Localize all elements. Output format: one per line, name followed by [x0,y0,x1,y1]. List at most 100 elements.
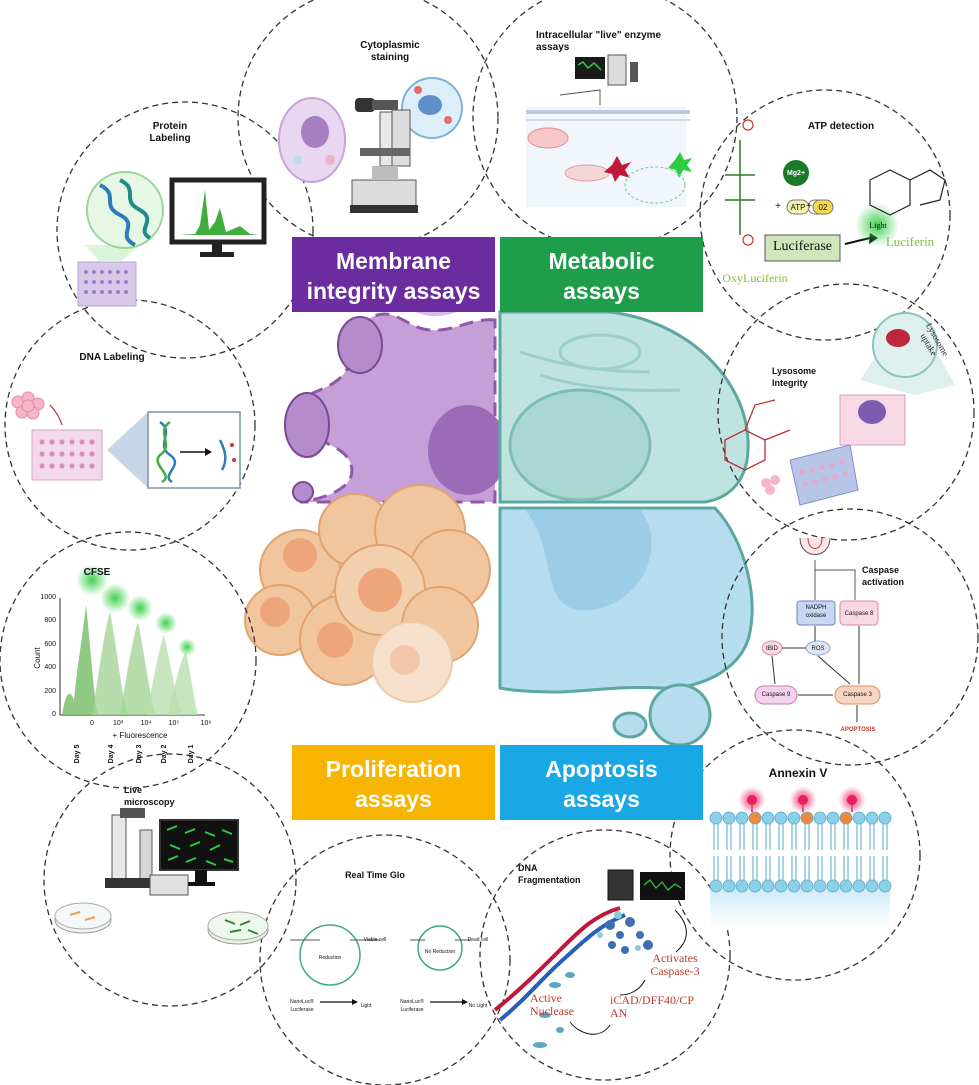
lipid-head-icon [852,811,866,825]
atp-plus2: + [806,201,812,212]
blue-nucleus [525,510,652,611]
lipid-head-icon [709,879,723,893]
proliferation-cells-icon [244,484,491,703]
purple-nucleus [428,405,508,495]
microscope-icon [350,98,418,213]
dnafrag-activates-line1: Activates [652,951,698,965]
rtg-nanoluc1: NanoLuc® [290,999,314,1005]
microscope-icon [105,808,160,888]
cfse-xtick: 10³ [112,720,124,727]
lipid-head-icon [709,811,723,825]
atp-plus1: + [775,201,781,212]
enzyme-label-line1: Intracellular "live" enzyme [536,30,662,41]
caspase-label-line2: activation [862,577,905,587]
green-nucleus [508,388,652,502]
caspase-nadph-line1: NADPH [805,605,827,611]
caspase-3: Caspase 3 [843,692,872,698]
proliferation-title-line1: Proliferation [325,755,462,782]
atp-light: Light [869,221,887,230]
lipid-head-icon [839,879,853,893]
atp-luciferin: Luciferin [885,234,935,249]
dna-labeling-art [11,391,241,489]
rtg-art [290,924,470,1005]
cfse-xtick: 0 [90,720,94,727]
live-circle [43,753,297,1007]
cfse-day-label: Day 3 [136,744,143,764]
lysosome-circle [717,283,975,541]
dnafrag-label: DNA Fragmentation [518,862,598,886]
caspase-apoptosis: APOPTOSIS [840,727,876,733]
protein-labeling-art [77,171,267,307]
protein-label-line1: Protein [152,121,188,132]
caspase-nadph: NADPH oxidase [797,604,835,620]
lysosome-label-line2: Integrity [772,378,808,388]
lipid-head-icon [852,879,866,893]
dnafrag-label-line1: DNA [518,863,538,873]
atp-o2: 02 [818,203,828,212]
dna-helix-icon [493,906,621,1012]
cytoplasmic-art [278,77,463,213]
cfse-day-label: Day 2 [161,744,168,764]
cfse-xtick: 10⁵ [168,720,180,727]
cytoplasmic-label-line1: Cytoplasmic [360,40,420,51]
lipid-head-icon [735,879,749,893]
metabolic-title-line1: Metabolic [548,247,655,274]
annexin-art [709,786,892,928]
atp-art [725,119,946,262]
lipid-head-icon [774,879,788,893]
purple-vesicle [337,316,383,374]
cfse-xlabel: + Fluorescence [112,731,168,740]
dnafrag-icad-line2: AN [610,1006,628,1020]
protein-label-line2: Labeling [149,133,191,144]
enzyme-label-line2: assays [536,42,570,53]
apoptosis-title-line2: assays [563,785,640,812]
dna-labeling-circle [4,299,256,551]
central-cell [244,304,754,747]
caspase-nadph-line2: oxidase [805,613,827,619]
annexin-label: Annexin V [768,766,828,780]
lipid-head-icon [787,879,801,893]
live-label: Live microscopy [124,784,194,808]
atp-oxyluciferin: OxyLuciferin [722,271,788,285]
rtg-nolight: No Light [468,1003,488,1009]
membrane-title-line2: integrity assays [306,277,481,304]
membrane-title-line1: Membrane [335,247,452,274]
lipid-head-icon [878,811,892,825]
cfse-ytick: 600 [44,640,56,648]
dnafrag-nuclease-line1: Active [530,991,562,1005]
dnafrag-icad-line1: iCAD/DFF40/CP [610,993,695,1007]
lipid-head-icon [813,879,827,893]
purple-vesicle [292,481,314,503]
monitor-icon [159,819,239,871]
dnafrag-activates-line2: Caspase-3 [650,964,700,978]
lipid-head-icon [878,879,892,893]
caspase-label: Caspase activation [862,564,922,588]
cfse-ytick: 400 [44,664,56,672]
cfse-chart [59,564,205,716]
cytoplasmic-label: Cytoplasmic staining [350,40,430,64]
cfse-day-label: Day 5 [74,744,81,764]
dnafrag-label-line2: Fragmentation [518,875,581,885]
enzyme-circle [472,0,738,250]
lipid-head-icon [787,811,801,825]
lipid-head-icon [813,811,827,825]
live-label-line2: microscopy [124,797,175,807]
lipid-head-icon [800,879,814,893]
membrane-bilayer [709,805,892,893]
rtg-circle [259,834,511,1085]
rtg-viable: Viable cell [363,937,387,943]
lipid-head-icon [722,879,736,893]
live-microscopy-art [54,808,269,945]
lipid-head-icon [722,811,736,825]
rtg-nanoluc2: NanoLuc® [400,999,424,1005]
protein-label: Protein Labeling [140,121,200,145]
atp-circle [699,89,951,341]
caspase-tbid: tBID [766,646,778,652]
lipid-head-icon [826,811,840,825]
membrane-title-box: Membrane integrity assays [292,237,495,312]
rtg-label: Real Time Glo [345,870,405,880]
rtg-luciferase1: Luciferase [290,1007,314,1013]
